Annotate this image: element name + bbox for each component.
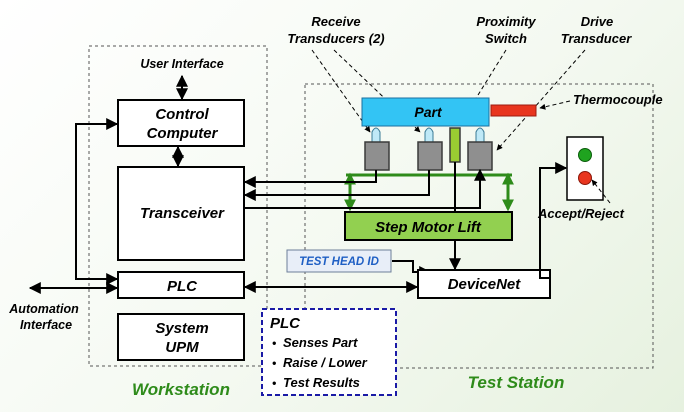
plc-note-bullet: • — [272, 356, 276, 370]
plc-note-bullet: • — [272, 376, 276, 390]
system-upm-label: System — [155, 320, 208, 337]
transceiver-label: Transceiver — [140, 205, 225, 222]
receive-transducer-left — [364, 141, 390, 171]
plc-box — [117, 271, 245, 299]
test-station-region — [304, 83, 654, 369]
receive-leader-left — [311, 49, 371, 133]
thermocouple-label: Thermocouple — [573, 92, 663, 107]
step-motor-lift-box — [344, 211, 513, 241]
indicator-light-icon — [578, 148, 592, 162]
part-box — [361, 97, 490, 127]
user-interface-label: User Interface — [140, 57, 223, 71]
devicenet-indicator-wire — [539, 162, 568, 279]
part-label: Part — [414, 104, 443, 120]
plc-note-title: PLC — [270, 315, 301, 332]
proximity-switch-label: Proximity — [476, 14, 536, 29]
system-upm-box — [117, 313, 245, 361]
receive-transducer-right — [417, 141, 443, 171]
sensor-icon — [424, 127, 434, 143]
step-motor-lift-label: Step Motor Lift — [375, 219, 482, 236]
plc-label: PLC — [167, 278, 198, 295]
receive-transducers-label-line2: Transducers (2) — [287, 31, 384, 46]
accept-reject-leader — [591, 179, 611, 204]
computer-plc-link — [75, 118, 119, 285]
drive-transducer-label-line2: Transducer — [561, 31, 633, 46]
thermocouple-bar — [490, 104, 537, 117]
drive-transducer-label: Drive — [581, 14, 614, 29]
control-computer-label: Control — [155, 106, 209, 123]
cable-receive-left — [243, 170, 377, 188]
devicenet-box — [417, 269, 551, 299]
test-station-label: Test Station — [468, 373, 565, 392]
drive-transducer — [467, 141, 493, 171]
cable-drive — [245, 168, 486, 209]
system-upm-label-line2: UPM — [165, 339, 199, 356]
workstation-label: Workstation — [132, 380, 230, 399]
receive-transducers-label: Receive — [311, 14, 360, 29]
devicenet-label: DeviceNet — [448, 276, 522, 293]
proximity-switch-label-line2: Switch — [485, 31, 527, 46]
workstation-region — [88, 45, 268, 367]
thermocouple-leader — [539, 100, 571, 110]
drive-leader — [496, 49, 586, 151]
sensor-icon — [475, 127, 485, 143]
proximity-switch — [449, 127, 461, 163]
indicator-light-icon — [578, 171, 592, 185]
plc-note-item: Senses Part — [283, 335, 358, 350]
sensor-icon — [371, 127, 381, 143]
automation-interface-label-line2: Interface — [20, 318, 72, 332]
automation-interface-label: Automation — [8, 302, 79, 316]
control-computer-box — [117, 99, 245, 147]
plc-note-bullet: • — [272, 336, 276, 350]
plc-note-item: Raise / Lower — [283, 355, 368, 370]
plc-note-item: Test Results — [283, 375, 360, 390]
test-head-id-box — [286, 249, 392, 273]
test-head-id-label: TEST HEAD ID — [299, 256, 379, 268]
accept-reject-panel — [566, 136, 604, 201]
cable-receive-right — [243, 170, 430, 201]
accept-reject-label: Accept/Reject — [537, 206, 625, 221]
control-computer-label-line2: Computer — [147, 125, 219, 142]
plc-note-box — [261, 308, 397, 396]
